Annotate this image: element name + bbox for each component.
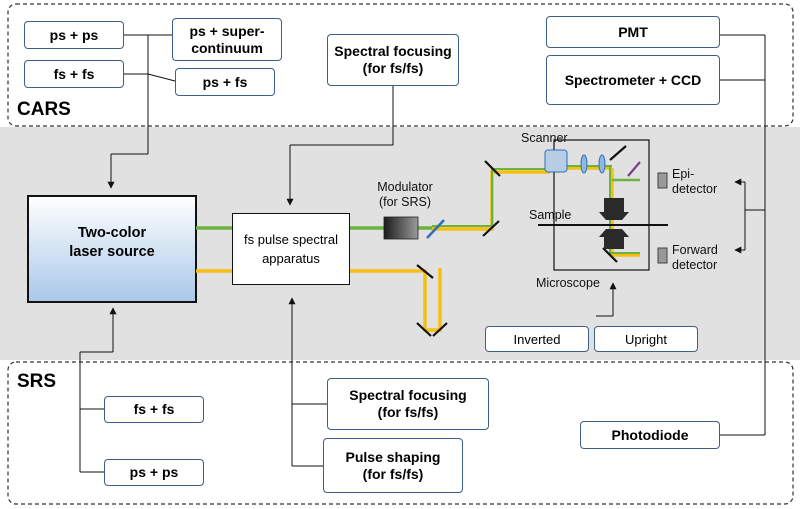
laser-source-label: Two-color laser source [69, 225, 155, 260]
laser-source-box [27, 195, 197, 303]
lens-1 [580, 154, 588, 174]
forward-detector-label: Forward detector [672, 243, 718, 272]
spectral-focusing-cars-box[interactable]: Spectral focusing (for fs/fs) [327, 34, 459, 86]
dichroic-mirror [426, 219, 445, 239]
srs-title: SRS [17, 371, 57, 392]
objectives [599, 198, 629, 249]
spectral-focusing-srs-box[interactable]: Spectral focusing (for fs/fs) [327, 378, 489, 430]
scanner-label: Scanner [521, 131, 568, 145]
cars-title: CARS [17, 99, 71, 120]
pulse-apparatus-box[interactable]: fs pulse spectral apparatus [232, 213, 350, 285]
cars-option-ps-supercontinuum[interactable]: ps + super- continuum [172, 18, 282, 61]
pulse-shaping-srs-box[interactable]: Pulse shaping (for fs/fs) [323, 438, 463, 493]
srs-region [7, 361, 794, 505]
epi-detector-label: Epi- detector [672, 167, 718, 196]
sample-label: Sample [529, 208, 572, 222]
mirrors [416, 145, 641, 337]
microscope-outline [553, 139, 650, 271]
cars-option-ps-ps[interactable]: ps + ps [24, 21, 124, 49]
cars-option-ps-fs[interactable]: ps + fs [175, 68, 275, 96]
spectrometer-ccd-box[interactable]: Spectrometer + CCD [546, 55, 720, 105]
microscope-label: Microscope [536, 276, 600, 290]
pmt-box[interactable]: PMT [546, 16, 720, 48]
scanner-unit [544, 149, 568, 173]
detector-heads [657, 172, 668, 264]
modulator-label: Modulator (for SRS) [377, 180, 433, 209]
cars-option-fs-fs[interactable]: fs + fs [24, 60, 124, 88]
srs-option-fs-fs[interactable]: fs + fs [104, 396, 204, 423]
cars-region [7, 3, 794, 127]
photodiode-box[interactable]: Photodiode [580, 421, 720, 449]
cars-connectors [107, 34, 766, 436]
srs-option-ps-ps[interactable]: ps + ps [104, 459, 204, 486]
upright-box[interactable]: Upright [594, 326, 698, 352]
modulator-block [383, 216, 419, 240]
lens-2 [598, 154, 606, 174]
srs-connectors [79, 297, 327, 473]
inverted-box[interactable]: Inverted [485, 326, 589, 352]
